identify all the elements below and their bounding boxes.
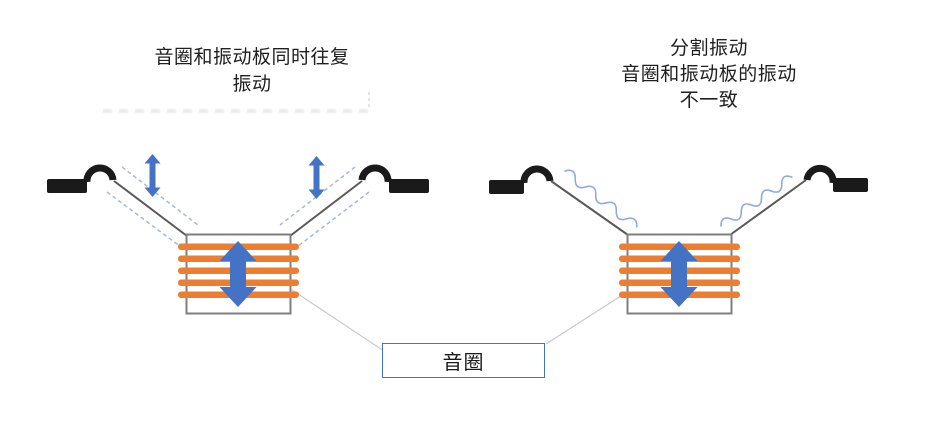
surround-hump — [83, 164, 117, 183]
frame-bar — [833, 178, 868, 192]
left-title-line1: 音圈和振动板同时往复 — [154, 47, 350, 68]
breakup-wave-icon — [720, 175, 793, 227]
right-speaker-diagram — [489, 164, 868, 345]
frame-bar — [489, 180, 524, 194]
cone-dashed-line — [121, 166, 199, 226]
leader-line — [291, 289, 385, 352]
leader-line — [545, 291, 628, 345]
vibration-arrow-icon — [308, 156, 325, 199]
cone-dashed-line — [279, 166, 356, 226]
cone-dashed-line — [106, 191, 186, 251]
cone-line — [729, 179, 807, 236]
cone-line — [289, 180, 363, 237]
surround-hump — [358, 164, 392, 183]
voice-coil-label-box: 音圈 — [382, 343, 545, 378]
right-title-line1: 分割振动 — [669, 38, 748, 59]
cone-dashed-line — [292, 191, 370, 251]
right-title-line3: 不一致 — [679, 90, 739, 111]
left-title-line2: 振动 — [232, 74, 272, 95]
faded-mark-artifact — [368, 92, 370, 108]
cone-line — [550, 180, 629, 236]
right-diagram-title: 分割振动 音圈和振动板的振动 不一致 — [563, 36, 855, 114]
left-speaker-diagram — [47, 154, 429, 352]
left-diagram-title: 音圈和振动板同时往复 振动 — [108, 44, 396, 98]
right-title-line2: 音圈和振动板的振动 — [621, 64, 797, 85]
frame-bar — [389, 179, 429, 193]
voice-coil-label-text: 音圈 — [442, 352, 485, 374]
vibration-arrow-icon — [144, 154, 161, 197]
surround-hump — [803, 164, 837, 184]
faded-text-artifact — [103, 109, 375, 113]
frame-bar — [47, 179, 87, 193]
surround-hump — [520, 165, 554, 184]
cone-line — [113, 180, 188, 237]
breakup-wave-icon — [564, 169, 638, 228]
